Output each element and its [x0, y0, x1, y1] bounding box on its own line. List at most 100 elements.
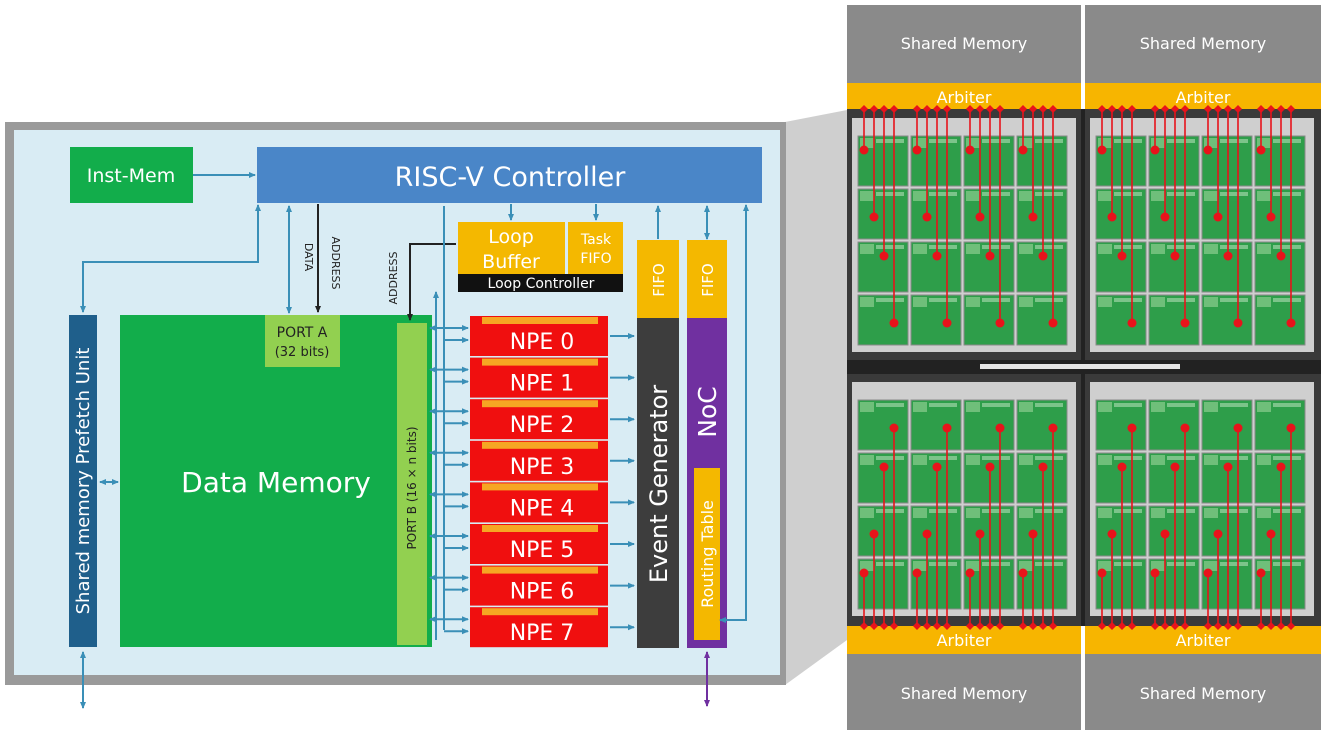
- core-tile: [1254, 188, 1306, 240]
- link-endpoint: [975, 529, 985, 539]
- npe-label: NPE 0: [510, 330, 575, 355]
- core-tile: [963, 399, 1015, 451]
- link-endpoint: [869, 529, 879, 539]
- link-endpoint: [889, 423, 899, 433]
- core-tile: [1148, 135, 1200, 187]
- npe-label: NPE 6: [510, 580, 575, 605]
- link-endpoint: [1276, 462, 1286, 472]
- npe-block: NPE 7: [470, 607, 608, 648]
- link-endpoint: [859, 568, 869, 578]
- npe-label: NPE 7: [510, 621, 575, 646]
- link-endpoint: [1256, 145, 1266, 155]
- zoom-connector: [785, 110, 847, 685]
- link-endpoint: [995, 423, 1005, 433]
- core-tile: [1095, 188, 1147, 240]
- arbiter-tl-label: Arbiter: [937, 88, 992, 107]
- link-endpoint: [932, 251, 942, 261]
- npe-block: NPE 3: [470, 440, 608, 481]
- prefetch-unit-block: Shared memory Prefetch Unit: [69, 315, 97, 647]
- npe-label: NPE 1: [510, 372, 575, 397]
- npe-label: NPE 2: [510, 413, 575, 438]
- core-tile: [1016, 505, 1068, 557]
- link-endpoint: [1286, 423, 1296, 433]
- riscv-controller-block: RISC-V Controller: [257, 147, 762, 203]
- core-tile: [1254, 399, 1306, 451]
- task-fifo-line1: Task: [580, 232, 612, 248]
- core-tile: [1148, 188, 1200, 240]
- core-tile: [1254, 558, 1306, 610]
- link-endpoint: [1038, 462, 1048, 472]
- core-tile: [963, 558, 1015, 610]
- link-endpoint: [985, 251, 995, 261]
- core-tile: [1254, 135, 1306, 187]
- fifo-left-label: FIFO: [650, 263, 668, 297]
- core-tile: [1201, 188, 1253, 240]
- npe-label: NPE 4: [510, 496, 575, 521]
- core-tile: [963, 188, 1015, 240]
- core-tile: [1016, 399, 1068, 451]
- npe-block: NPE 4: [470, 482, 608, 523]
- core-tile: [910, 505, 962, 557]
- event-generator-label: Event Generator: [645, 385, 673, 583]
- core-tile: [1201, 452, 1253, 504]
- core-tile: [1095, 505, 1147, 557]
- core-tile: [910, 452, 962, 504]
- core-tile: [910, 558, 962, 610]
- core-tile: [857, 558, 909, 610]
- noc-label: NoC: [693, 386, 722, 437]
- link-endpoint: [912, 568, 922, 578]
- shared-memory-tr-label: Shared Memory: [1140, 34, 1266, 53]
- link-endpoint: [869, 212, 879, 222]
- core-tile: [1201, 241, 1253, 293]
- link-endpoint: [1256, 568, 1266, 578]
- link-endpoint: [1028, 212, 1038, 222]
- core-quadrants: [847, 105, 1321, 630]
- fifo-left-block: FIFO: [637, 240, 679, 318]
- core-tile: [857, 505, 909, 557]
- link-endpoint: [1048, 423, 1058, 433]
- link-endpoint: [1150, 145, 1160, 155]
- core-tile: [1095, 452, 1147, 504]
- core-tile: [963, 505, 1015, 557]
- link-endpoint: [1266, 529, 1276, 539]
- link-endpoint: [975, 212, 985, 222]
- link-endpoint: [1117, 462, 1127, 472]
- address-bus-label-2: ADDRESS: [387, 251, 400, 304]
- core-tile: [1016, 294, 1068, 346]
- link-endpoint: [1028, 529, 1038, 539]
- core-tile: [1201, 505, 1253, 557]
- core-tile: [1095, 399, 1147, 451]
- core-tile: [963, 135, 1015, 187]
- core-tile: [1148, 558, 1200, 610]
- link-endpoint: [965, 145, 975, 155]
- core-tile: [963, 452, 1015, 504]
- data-bus-label: DATA: [302, 243, 315, 272]
- shared-memory-tl-label: Shared Memory: [901, 34, 1027, 53]
- task-fifo-block: Task FIFO: [568, 222, 623, 276]
- link-endpoint: [1097, 145, 1107, 155]
- core-tile: [1016, 241, 1068, 293]
- core-quadrant: [852, 105, 1076, 352]
- link-endpoint: [1203, 568, 1213, 578]
- shared-memory-tl: [847, 5, 1081, 83]
- core-tile: [1254, 294, 1306, 346]
- arbiter-br: [1085, 626, 1321, 654]
- core-tile: [963, 294, 1015, 346]
- link-endpoint: [1127, 423, 1137, 433]
- link-endpoint: [1180, 318, 1190, 328]
- core-tile: [857, 452, 909, 504]
- core-tile: [1201, 558, 1253, 610]
- link-endpoint: [1160, 212, 1170, 222]
- core-tile: [1201, 294, 1253, 346]
- link-endpoint: [1180, 423, 1190, 433]
- npe-block: NPE 0: [470, 316, 608, 356]
- controller-label: RISC-V Controller: [395, 162, 627, 193]
- core-tile: [910, 241, 962, 293]
- link-endpoint: [912, 145, 922, 155]
- core-tile: [857, 188, 909, 240]
- core-tile: [910, 188, 962, 240]
- core-tile: [1254, 505, 1306, 557]
- core-tile: [910, 135, 962, 187]
- fifo-right-label: FIFO: [699, 263, 717, 297]
